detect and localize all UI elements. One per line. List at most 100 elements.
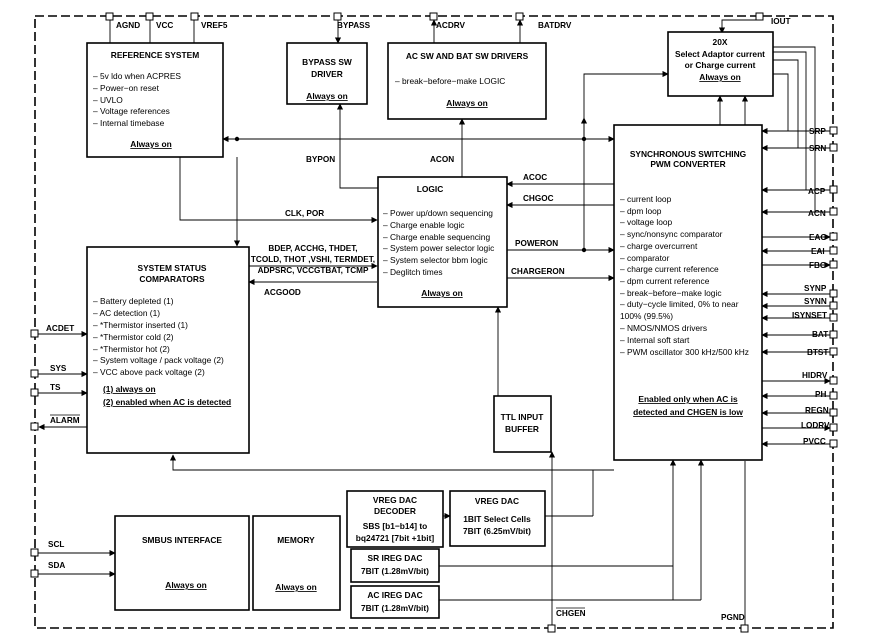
ttl-input-buffer-block: TTL INPUT BUFFER [493,395,552,453]
pin-srp [829,126,838,135]
ac-bat-sw-drivers-title: AC SW AND BAT SW DRIVERS [406,51,529,61]
pin-acdet-label: ACDET [46,324,74,333]
reference-system-item: – UVLO [93,95,123,105]
ttl-input-buffer-title: BUFFER [505,424,539,434]
system-status-note: (2) enabled when AC is detected [103,397,231,407]
vreg-dac-decoder-title: VREG DAC [373,495,417,505]
pin-sda [30,569,39,578]
pin-srp-label: SRP [809,127,826,136]
pwm-converter-item: – comparator [620,253,670,263]
reference-system-item: – Internal timebase [93,118,165,128]
pin-acdet [30,329,39,338]
pin-iout [755,12,764,21]
pin-sys [30,369,39,378]
pin-isynset [829,313,838,322]
pwm-converter-item: – break−before−make logic [620,288,722,298]
reference-system-footer: Always on [130,139,171,149]
pin-bypass [333,12,342,21]
pin-iout-label: IOUT [771,17,791,26]
pin-batdrv [515,12,524,21]
pwm-converter-item: – dpm current reference [620,276,710,286]
pwm-converter-item: – current loop [620,194,672,204]
logic-title: LOGIC [417,184,444,194]
signal-status-bus: BDEP, ACCHG, THDET, [268,244,357,253]
smbus-interface-footer: Always on [165,580,206,590]
pwm-converter-item: – duty−cycle limited, 0% to near [620,299,739,309]
pin-acdrv-label: ACDRV [436,21,466,30]
system-status-item: – VCC above pack voltage (2) [93,367,205,377]
pwm-converter-item: – NMOS/NMOS drivers [620,323,707,333]
pin-hidrv [829,376,838,385]
logic-block: LOGIC – Power up/down sequencing – Charg… [377,176,508,308]
reference-system-item: – Voltage references [93,106,170,116]
system-status-item: – *Thermistor inserted (1) [93,320,188,330]
pin-bat [829,330,838,339]
system-status-item: – *Thermistor cold (2) [93,332,174,342]
select-adaptor-current-footer: Always on [699,72,740,82]
vreg-dac-line: 7BIT (6.25mV/bit) [463,526,531,536]
pin-chgen [547,624,556,633]
pwm-converter-item: – voltage loop [620,217,673,227]
pin-pvcc [829,439,838,448]
pin-regn-label: REGN [805,406,829,415]
select-adaptor-current-title: or Charge current [685,60,756,70]
vreg-dac-decoder-line: bq24721 [7bit +1bit] [356,533,435,543]
pin-vcc [145,12,154,21]
pin-btst [829,347,838,356]
vreg-dac-line: 1BIT Select Cells [463,514,531,524]
signal-poweron: POWERON [515,239,558,248]
select-adaptor-current-block: 20X Select Adaptor current or Charge cur… [667,31,774,97]
connection-wires [37,19,831,626]
signal-status-bus: ADPSRC, VCCGTBAT, TCMP [258,266,369,275]
system-status-note: (1) always on [103,384,156,394]
pin-eai-label: EAI [811,247,825,256]
signal-acgood: ACGOOD [264,288,301,297]
system-status-comparators-block: SYSTEM STATUS COMPARATORS – Battery depl… [86,246,250,454]
pwm-converter-title: PWM CONVERTER [650,159,725,169]
pin-srn-label: SRN [809,144,826,153]
reference-system-title: REFERENCE SYSTEM [111,50,199,60]
logic-item: – Deglitch times [383,267,443,277]
pin-synn [829,301,838,310]
pin-synp-label: SYNP [804,284,827,293]
bypass-sw-driver-title: DRIVER [311,69,343,79]
signal-chgoc: CHGOC [523,194,554,203]
sr-ireg-dac-title: SR IREG DAC [368,553,423,563]
ac-ireg-dac-line: 7BIT (1.28mV/bit) [361,603,429,613]
system-status-item: – AC detection (1) [93,308,160,318]
pwm-converter-footer: detected and CHGEN is low [633,407,743,417]
ttl-input-buffer-title: TTL INPUT [501,412,545,422]
memory-block: MEMORY Always on [252,515,341,611]
vreg-dac-decoder-line: SBS [b1−b14] to [363,521,427,531]
pin-ts [30,388,39,397]
pwm-converter-item: – PWM oscillator 300 kHz/500 kHz [620,347,749,357]
bottom-pins: CHGEN PGND [547,609,749,633]
pin-eao-label: EAO [809,233,827,242]
signal-acoc: ACOC [523,173,547,182]
pin-regn [829,408,838,417]
ac-bat-sw-drivers-item: – break−before−make LOGIC [395,76,505,86]
pin-acn [829,207,838,216]
pin-acdrv [429,12,438,21]
vreg-dac-decoder-title: DECODER [374,506,416,516]
pwm-converter-footer: Enabled only when AC is [638,394,738,404]
smbus-interface-block: SMBUS INTERFACE Always on [114,515,250,611]
reference-system-item: – 5v ldo when ACPRES [93,71,181,81]
reference-system-item: – Power−on reset [93,83,160,93]
right-pins: SRP SRN ACP ACN EAO EAI FBO SYNP SYNN IS… [792,126,838,448]
pin-agnd [105,12,114,21]
logic-item: – Charge enable logic [383,220,465,230]
pin-lodrv [829,423,838,432]
signal-clk-por: CLK, POR [285,209,324,218]
logic-item: – System selector bbm logic [383,255,488,265]
pin-alarm-label: ALARM [50,416,80,425]
pwm-converter-item: – charge overcurrent [620,241,698,251]
pin-srn [829,143,838,152]
system-status-item: – System voltage / pack voltage (2) [93,355,224,365]
pin-vref5-label: VREF5 [201,21,228,30]
logic-item: – Charge enable sequencing [383,232,490,242]
pin-alarm [30,422,39,431]
sr-ireg-dac-block: SR IREG DAC 7BIT (1.28mV/bit) [350,548,440,583]
pin-acn-label: ACN [808,209,826,218]
pin-sys-label: SYS [50,364,67,373]
